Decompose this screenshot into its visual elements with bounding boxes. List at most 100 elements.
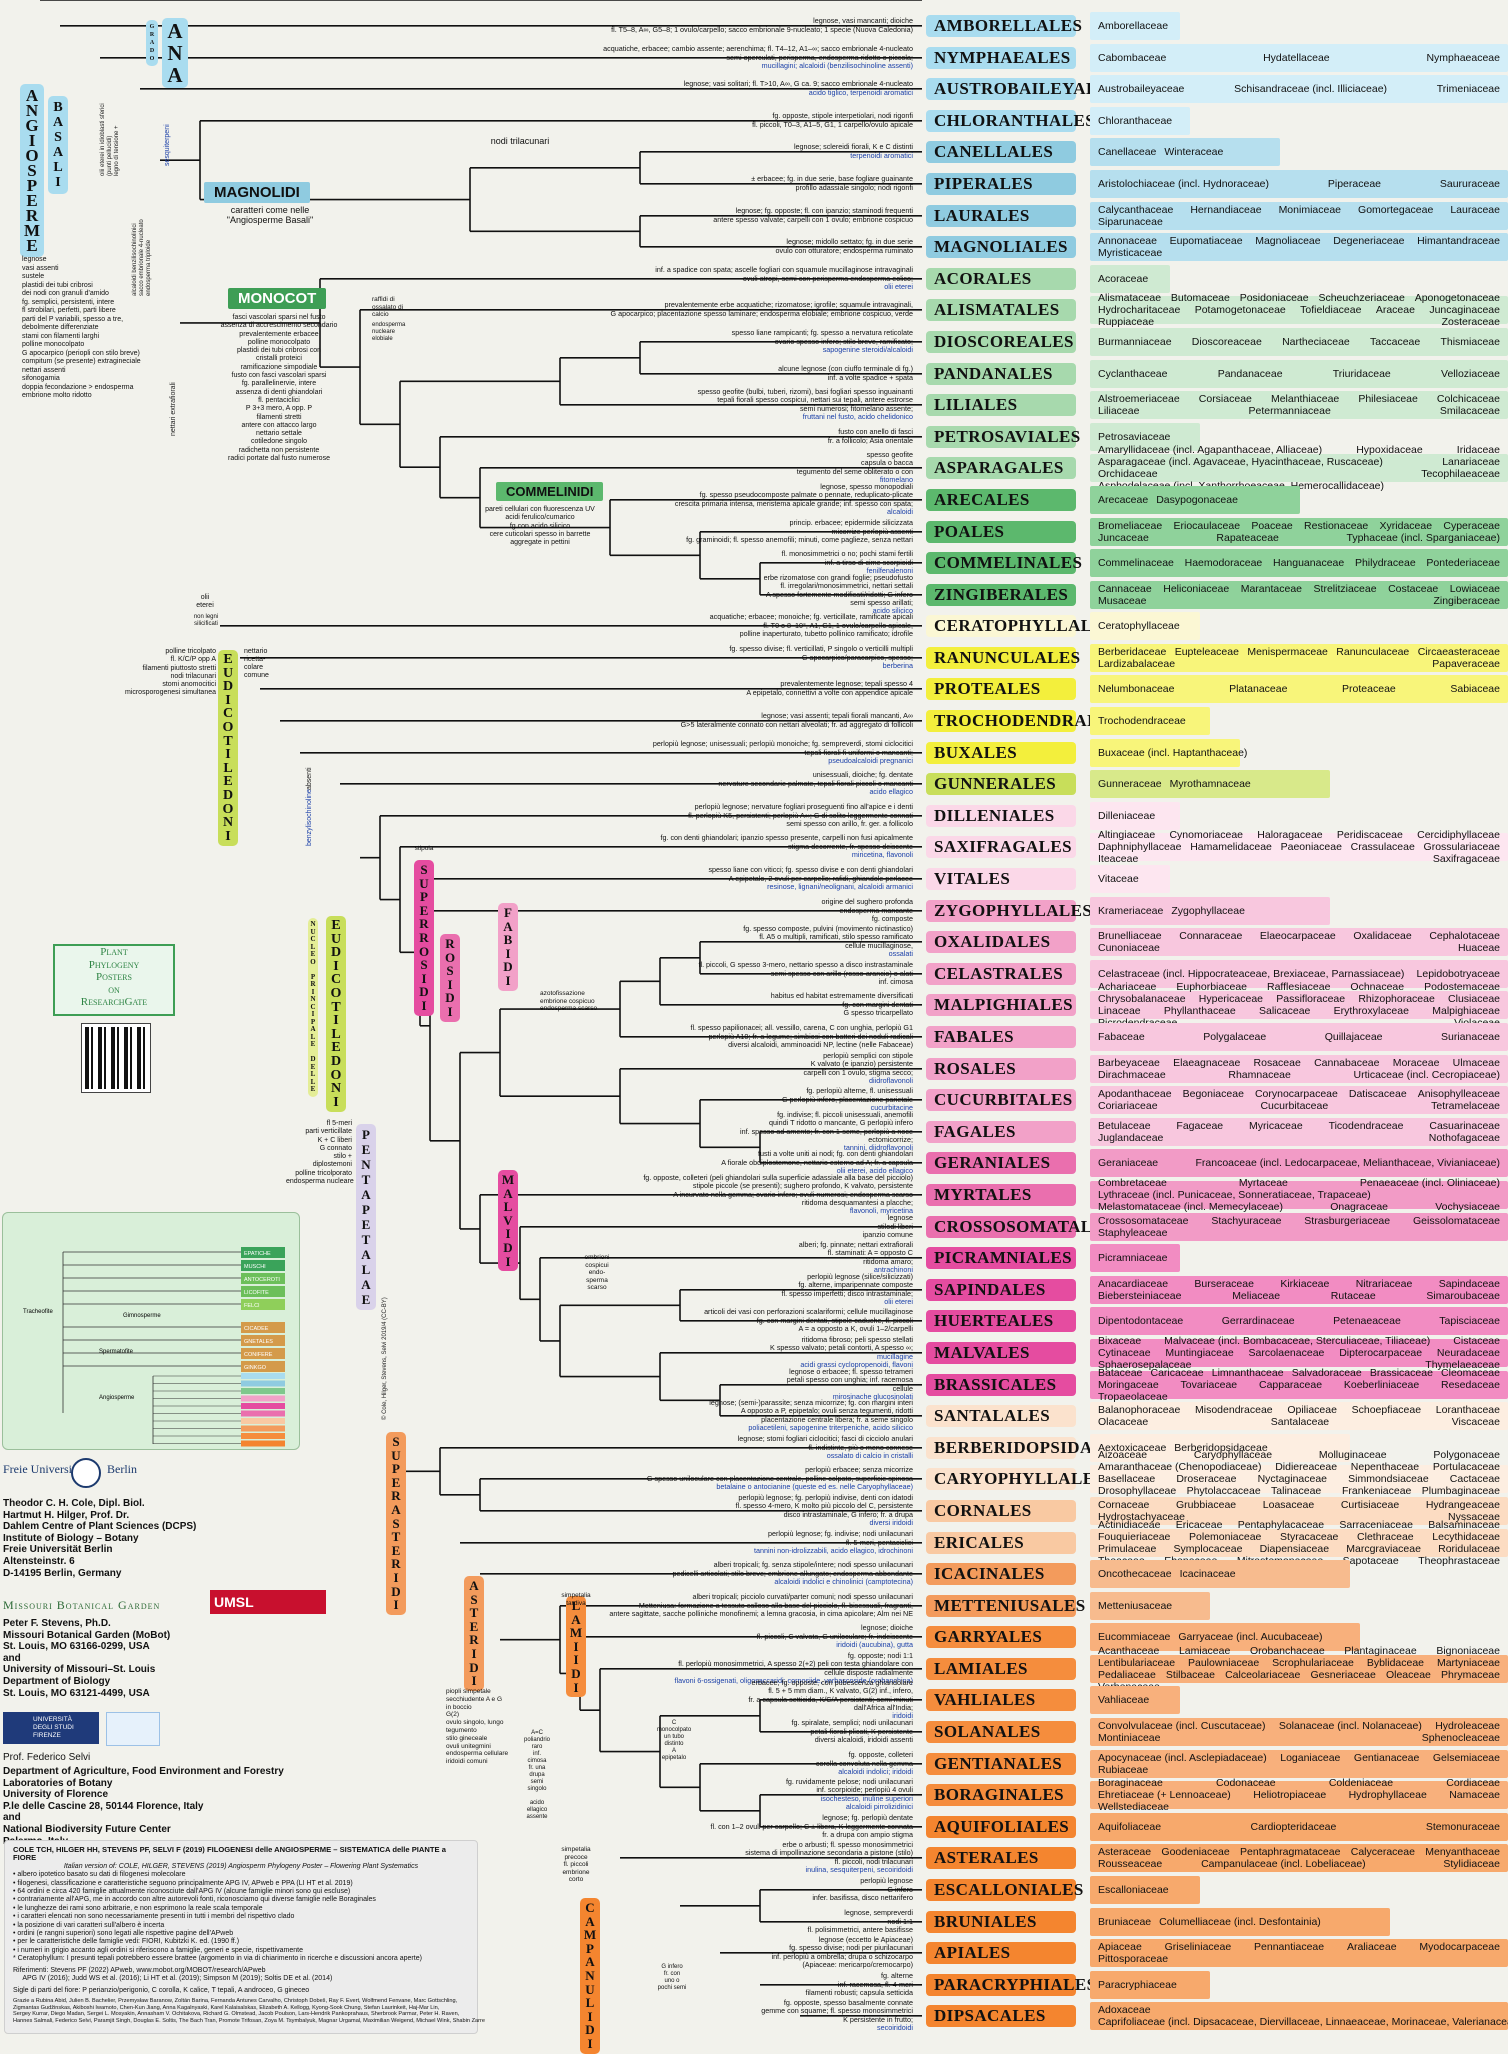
family-name[interactable]: Aextoxicaceae — [1098, 1441, 1167, 1454]
family-name[interactable]: Asteraceae — [1098, 1845, 1152, 1858]
family-name[interactable]: Zingiberaceae — [1433, 594, 1500, 607]
family-name[interactable]: Muntingiaceae — [1165, 1346, 1234, 1359]
family-name[interactable]: Stachyuraceae — [1211, 1214, 1282, 1227]
family-name[interactable]: Connaraceae — [1179, 929, 1243, 942]
family-name[interactable]: Taccaceae — [1370, 335, 1421, 348]
order-fagales[interactable]: FAGALES — [926, 1120, 1076, 1143]
family-name[interactable]: Altingiaceae — [1098, 828, 1156, 841]
family-name[interactable]: Trimeniaceae — [1436, 82, 1500, 95]
family-name[interactable]: Sarcolaenaceae — [1248, 1346, 1325, 1359]
family-name[interactable]: Trochodendraceae — [1098, 714, 1186, 727]
family-name[interactable]: Coldeniaceae — [1328, 1776, 1394, 1789]
family-name[interactable]: Limnanthaceae — [1211, 1366, 1284, 1379]
family-name[interactable]: Myrothamnaceae — [1169, 777, 1251, 790]
family-name[interactable]: Restionaceae — [1304, 519, 1369, 532]
family-name[interactable]: Eriocaulaceae — [1173, 519, 1241, 532]
family-name[interactable]: Myodocarpaceae — [1419, 1940, 1500, 1953]
order-buxales[interactable]: BUXALES — [926, 741, 1076, 764]
family-name[interactable]: Polygonaceae — [1433, 1448, 1500, 1461]
family-name[interactable]: Oleaceae — [1385, 1668, 1431, 1681]
family-name[interactable]: Canellaceae — [1098, 145, 1157, 158]
order-pandanales[interactable]: PANDANALES — [926, 362, 1076, 385]
family-name[interactable]: Coriariaceae — [1098, 1099, 1158, 1112]
order-brassicales[interactable]: BRASSICALES — [926, 1373, 1076, 1396]
family-name[interactable]: Pentaphylacaceae — [1237, 1518, 1325, 1531]
order-huerteales[interactable]: HUERTEALES — [926, 1309, 1076, 1332]
family-name[interactable]: Cactaceae — [1449, 1472, 1500, 1485]
family-name[interactable]: Sapindaceae — [1438, 1277, 1500, 1290]
family-name[interactable]: Apodanthaceae — [1098, 1087, 1172, 1100]
family-name[interactable]: Dipterocarpaceae — [1339, 1346, 1423, 1359]
family-name[interactable]: Vahliaceae — [1098, 1693, 1150, 1706]
family-name[interactable]: Bromeliaceae — [1098, 519, 1163, 532]
order-amborellales[interactable]: AMBORELLALES — [926, 14, 1082, 37]
order-rosales[interactable]: ROSALES — [926, 1057, 1076, 1080]
family-name[interactable]: Achariaceae — [1098, 980, 1157, 993]
family-name[interactable]: Araliaceae — [1346, 1940, 1397, 1953]
family-name[interactable]: Himantandraceae — [1417, 234, 1500, 247]
poster-link[interactable]: Plant Phylogeny Posters on ResearchGate — [53, 944, 175, 1016]
family-name[interactable]: Plumbaginaceae — [1421, 1484, 1500, 1497]
family-name[interactable]: Aristolochiaceae (incl. Hydnoraceae) — [1098, 177, 1269, 190]
family-name[interactable]: Phyllanthaceae — [1163, 1004, 1236, 1017]
family-name[interactable]: Olacaceae — [1098, 1415, 1149, 1428]
family-name[interactable]: Menispermaceae — [1247, 645, 1328, 658]
family-name[interactable]: Krameriaceae — [1098, 904, 1164, 917]
family-name[interactable]: Betulaceae — [1098, 1119, 1151, 1132]
family-name[interactable]: Solanaceae (incl. Nolanaceae) — [1278, 1719, 1422, 1732]
family-name[interactable]: Posidoniaceae — [1239, 291, 1309, 304]
family-name[interactable]: Smilacaceae — [1439, 404, 1500, 417]
family-name[interactable]: Cucurbitaceae — [1260, 1099, 1329, 1112]
family-name[interactable]: Piperaceae — [1327, 177, 1381, 190]
family-name[interactable]: Ranunculaceae — [1336, 645, 1410, 658]
family-name[interactable]: Cannabaceae — [1314, 1056, 1380, 1069]
order-escalloniales[interactable]: ESCALLONIALES — [926, 1878, 1083, 1901]
family-name[interactable]: Staphyleaceae — [1098, 1226, 1168, 1239]
family-name[interactable]: Codonaceae — [1216, 1776, 1276, 1789]
order-picramniales[interactable]: PICRAMNIALES — [926, 1246, 1076, 1269]
family-name[interactable]: Buxaceae (incl. Haptanthaceae) — [1098, 746, 1248, 759]
family-name[interactable] — [1328, 1485, 1336, 1497]
family-name[interactable]: Tovariaceae — [1180, 1378, 1238, 1391]
family-name[interactable]: Cyclanthaceae — [1098, 367, 1168, 380]
family-name[interactable]: Ticodendraceae — [1328, 1119, 1404, 1132]
family-name[interactable]: Cordiaceae — [1446, 1776, 1500, 1789]
family-name[interactable]: Gesneriaceae — [1310, 1668, 1376, 1681]
order-dilleniales[interactable]: DILLENIALES — [926, 804, 1076, 827]
family-name[interactable]: Griseliniaceae — [1164, 1940, 1232, 1953]
order-geraniales[interactable]: GERANIALES — [926, 1151, 1076, 1174]
family-name[interactable]: Hydatellaceae — [1263, 51, 1330, 64]
family-name[interactable]: Petermanniaceae — [1248, 404, 1331, 417]
family-name[interactable]: Picramniaceae — [1098, 1251, 1168, 1264]
order-asterales[interactable]: ASTERALES — [926, 1846, 1076, 1869]
family-name[interactable]: Fouquieriaceae — [1098, 1530, 1171, 1543]
family-name[interactable]: Cytinaceae — [1098, 1346, 1151, 1359]
order-arecales[interactable]: ARECALES — [926, 488, 1076, 511]
family-name[interactable]: Garryaceae (incl. Aucubaceae) — [1178, 1630, 1323, 1643]
order-oxalidales[interactable]: OXALIDALES — [926, 930, 1076, 953]
family-name[interactable]: Koeberliniaceae — [1343, 1378, 1420, 1391]
family-name[interactable]: Schisandraceae (incl. Illiciaceae) — [1234, 82, 1388, 95]
family-name[interactable]: Wellstediaceae — [1098, 1800, 1170, 1813]
family-name[interactable]: Cunoniaceae — [1098, 941, 1160, 954]
family-name[interactable]: Talinaceae — [1271, 1484, 1322, 1497]
family-name[interactable]: Huaceae — [1457, 941, 1500, 954]
family-name[interactable]: Caricaceae — [1150, 1366, 1204, 1379]
family-name[interactable]: Haemodoraceae — [1184, 556, 1263, 569]
family-name[interactable]: Malvaceae (incl. Bombacaceae, Sterculiac… — [1164, 1334, 1431, 1347]
family-name[interactable]: Magnoliaceae — [1255, 234, 1321, 247]
family-name[interactable]: Siparunaceae — [1098, 215, 1163, 228]
family-name[interactable]: Acanthaceae — [1098, 1644, 1160, 1657]
family-name[interactable]: Bixaceae — [1098, 1334, 1142, 1347]
family-name[interactable]: Tetramelaceae — [1431, 1099, 1500, 1112]
family-name[interactable]: Araceae — [1375, 303, 1415, 316]
family-name[interactable]: Corynocarpaceae — [1254, 1087, 1338, 1100]
family-name[interactable]: Portulacaceae — [1432, 1460, 1500, 1473]
order-garryales[interactable]: GARRYALES — [926, 1625, 1076, 1648]
family-name[interactable]: Eupomatiaceae — [1169, 234, 1243, 247]
family-name[interactable]: Curtisiaceae — [1340, 1498, 1400, 1511]
family-name[interactable]: Basellaceae — [1098, 1472, 1156, 1485]
family-name[interactable] — [1401, 1858, 1409, 1870]
family-name[interactable]: Berberidopsidaceae — [1174, 1441, 1268, 1454]
family-name[interactable]: Dipentodontaceae — [1098, 1314, 1184, 1327]
